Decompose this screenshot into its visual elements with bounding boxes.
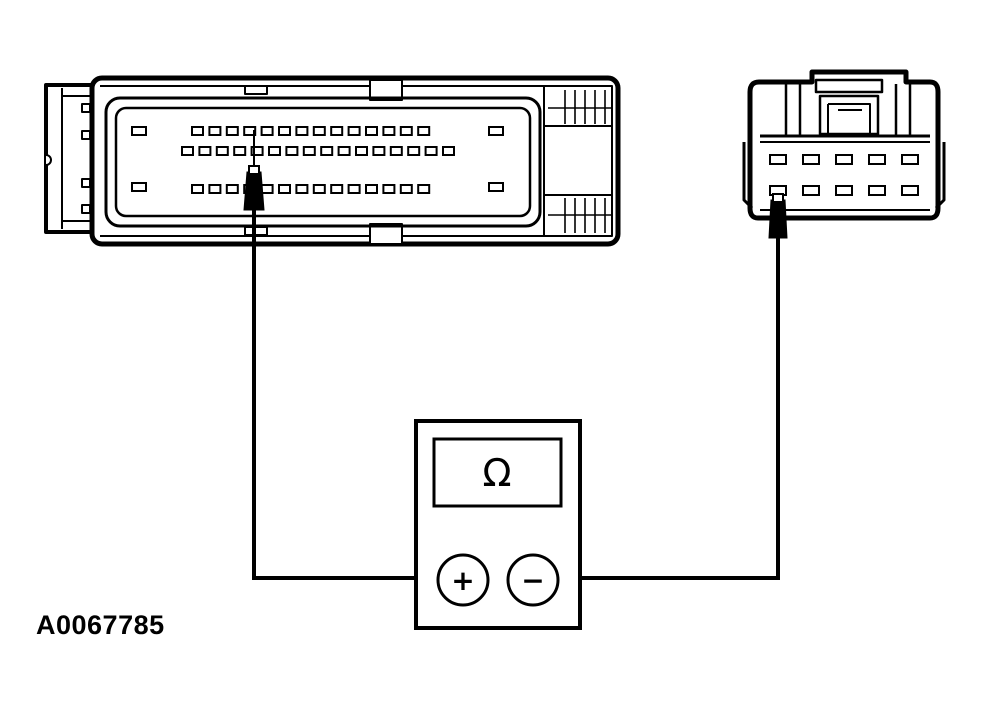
module-pin [191,184,204,194]
module-pin [337,146,351,156]
module-pin [389,146,403,156]
module-pin [312,126,326,136]
module-pin [488,182,504,192]
module-pin [417,126,431,136]
positive-terminal-label: + [451,564,474,597]
sensor-pin [901,154,919,165]
sensor-pin [802,154,820,165]
module-pin [191,126,204,136]
module-pin [268,146,281,156]
module-pin [295,126,309,136]
sensor-connector [742,69,946,221]
module-pin [131,182,147,192]
module-pin [399,126,413,136]
module-pin [225,126,239,136]
module-pin [260,126,274,136]
module-pin [424,146,438,156]
module-pin [215,146,229,156]
module-pin [417,184,431,194]
module-pin [320,146,334,156]
sensor-pin [835,154,853,165]
sensor-pin [835,185,853,196]
module-pin [365,184,378,194]
sensor-pin [868,154,886,165]
module-pin [278,184,291,194]
module-pin [208,184,222,194]
module-pin [347,126,361,136]
module-pin [330,184,344,194]
sensor-pin [802,185,820,196]
positive-terminal: + [436,553,490,607]
module-pin [488,126,504,136]
connector-body [89,75,621,247]
module-pin [198,146,212,156]
negative-test-lead [560,238,780,580]
sensor-pin [901,185,919,196]
module-pin [372,146,386,156]
module-pin [407,146,421,156]
module-pin [382,184,396,194]
positive-probe [243,171,265,211]
sensor-connector-body [747,69,941,221]
ohm-symbol: Ω [482,451,511,495]
module-pin [330,126,344,136]
module-connector [44,75,621,247]
plus-icon [436,553,490,607]
module-pin [347,184,361,194]
minus-icon [506,553,560,607]
positive-test-lead [252,210,438,580]
module-pin [302,146,316,156]
probe-icon [243,165,788,239]
module-pin [365,126,378,136]
negative-terminal-label: − [521,564,544,597]
sensor-pin-array [769,154,919,196]
module-pin [295,184,309,194]
module-pin [225,184,239,194]
module-pin [233,146,247,156]
sensor-pin [769,154,787,165]
module-pin [399,184,413,194]
negative-terminal: − [506,553,560,607]
module-pin [285,146,299,156]
module-pin [442,146,455,156]
module-pin [181,146,194,156]
sensor-pin [868,185,886,196]
module-pin [278,126,291,136]
module-pin [250,146,264,156]
module-pin [260,184,274,194]
module-pin [355,146,368,156]
module-pin [131,126,147,136]
module-pin [243,126,257,136]
connector-latch [543,85,613,237]
connector-face [104,96,542,228]
module-pin [312,184,326,194]
module-pin [208,126,222,136]
ohmmeter-icon: Ω + − [414,419,582,630]
module-pin [382,126,396,136]
sensor-connector-latch [784,84,912,136]
ohmmeter-display [432,437,563,508]
negative-probe [768,199,788,239]
figure-id: A0067785 [36,610,165,640]
module-pin-array [131,126,504,194]
